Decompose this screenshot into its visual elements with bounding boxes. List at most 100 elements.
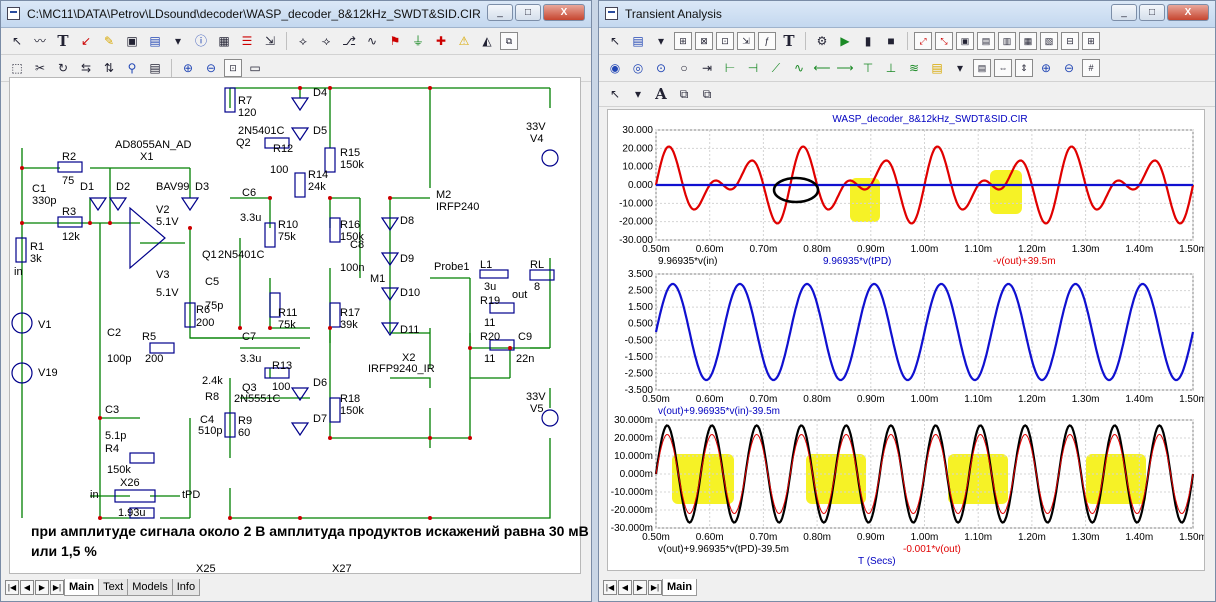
shrink-icon[interactable]: ⤡ bbox=[935, 32, 953, 50]
tab-info[interactable]: Info bbox=[171, 579, 201, 596]
zoom-in-icon[interactable]: ⊕ bbox=[182, 61, 194, 75]
schematic-canvas[interactable]: AD8055AN_AD X1 R2 75 C1 330p R3 12k R1 3… bbox=[9, 77, 581, 575]
cursor-1-icon[interactable]: ⊢ bbox=[724, 61, 736, 75]
stack-icon[interactable]: ≋ bbox=[908, 61, 920, 75]
table-icon[interactable]: ▤ bbox=[973, 59, 991, 77]
plot-4-icon[interactable]: ▦ bbox=[1019, 32, 1037, 50]
properties-icon[interactable]: ⚙ bbox=[816, 34, 828, 48]
info-icon[interactable]: ⓘ bbox=[194, 34, 207, 48]
switch-icon[interactable]: ⎇ bbox=[342, 34, 356, 48]
bus-icon[interactable]: ☰ bbox=[241, 34, 253, 48]
bottom-icon[interactable]: ⊥ bbox=[885, 61, 897, 75]
prev-tab-icon[interactable]: ◀ bbox=[20, 580, 34, 595]
expand-icon[interactable]: ⤢ bbox=[914, 32, 932, 50]
power-icon[interactable]: ∿ bbox=[366, 34, 378, 48]
text-tool-icon[interactable]: T bbox=[783, 32, 795, 50]
probe-icon[interactable]: ↙ bbox=[80, 34, 92, 48]
step-icon[interactable]: ⇲ bbox=[264, 34, 276, 48]
peak-icon[interactable]: ◉ bbox=[609, 61, 621, 75]
inflection-icon[interactable]: ∿ bbox=[793, 61, 805, 75]
junction-icon[interactable]: ✚ bbox=[435, 34, 447, 48]
pointer-icon[interactable]: ↖ bbox=[11, 34, 23, 48]
minimize-button[interactable]: _ bbox=[487, 4, 513, 21]
scale-icon[interactable]: ⊞ bbox=[674, 32, 692, 50]
paste-icon[interactable]: ⧉ bbox=[702, 87, 712, 101]
cursor-icon[interactable]: ↖ bbox=[609, 87, 621, 101]
fourier-icon[interactable]: ƒ bbox=[758, 32, 776, 50]
grid-icon[interactable]: ▦ bbox=[218, 34, 230, 48]
cursor-2-icon[interactable]: ⊣ bbox=[747, 61, 759, 75]
window-icon[interactable]: ⧉ bbox=[500, 32, 518, 50]
low-icon[interactable]: ○ bbox=[680, 61, 688, 75]
first-tab-icon[interactable]: |◀ bbox=[603, 580, 617, 595]
transient-titlebar[interactable]: Transient Analysis _ □ X bbox=[599, 1, 1215, 28]
grid-icon[interactable]: ⊞ bbox=[1082, 32, 1100, 50]
align-icon[interactable]: ⇕ bbox=[1015, 59, 1033, 77]
page-icon[interactable]: ▤ bbox=[149, 61, 161, 75]
component-icon[interactable]: ▣ bbox=[126, 34, 138, 48]
minimize-button[interactable]: _ bbox=[1111, 4, 1137, 21]
tab-main[interactable]: Main bbox=[662, 579, 698, 596]
zoom-box-icon[interactable]: ⊡ bbox=[716, 32, 734, 50]
redo-icon[interactable]: ↻ bbox=[57, 61, 69, 75]
pencil-icon[interactable]: ✎ bbox=[103, 34, 115, 48]
slope-icon[interactable]: ⟋ bbox=[771, 61, 781, 75]
plot-2-icon[interactable]: ▤ bbox=[977, 32, 995, 50]
next-tab-icon[interactable]: ▶ bbox=[35, 580, 49, 595]
dropdown-icon[interactable]: ▾ bbox=[634, 87, 642, 101]
maximize-button[interactable]: □ bbox=[1139, 4, 1165, 21]
scale-value-icon[interactable]: # bbox=[1082, 59, 1100, 77]
go-right-icon[interactable]: ⟶ bbox=[836, 61, 854, 75]
font-icon[interactable]: A bbox=[655, 85, 667, 103]
high-icon[interactable]: ⊙ bbox=[655, 61, 667, 75]
pointer-icon[interactable]: ↖ bbox=[609, 34, 621, 48]
wire-icon[interactable]: 〰 bbox=[33, 34, 46, 48]
stop-icon[interactable]: ■ bbox=[887, 34, 895, 48]
warning-icon[interactable]: ⚠ bbox=[458, 34, 470, 48]
dropdown-icon[interactable]: ▾ bbox=[174, 34, 182, 48]
top-icon[interactable]: ⊤ bbox=[862, 61, 874, 75]
select-area-icon[interactable]: ⬚ bbox=[11, 61, 23, 75]
copy-icon[interactable]: ⧉ bbox=[679, 87, 689, 101]
plot-1-icon[interactable]: ▣ bbox=[956, 32, 974, 50]
schematic-titlebar[interactable]: C:\MC11\DATA\Petrov\LDsound\decoder\WASP… bbox=[1, 1, 591, 28]
mirror-icon[interactable]: ⇆ bbox=[80, 61, 92, 75]
tokens-icon[interactable]: ⇔ bbox=[994, 59, 1012, 77]
zoom-in-icon[interactable]: ⊕ bbox=[1040, 61, 1052, 75]
close-button[interactable]: X bbox=[543, 4, 585, 21]
last-tab-icon[interactable]: ▶| bbox=[648, 580, 662, 595]
cursor-mode-icon[interactable]: ⇥ bbox=[701, 61, 713, 75]
close-button[interactable]: X bbox=[1167, 4, 1209, 21]
flip-icon[interactable]: ⇅ bbox=[103, 61, 115, 75]
zoom-fit-icon[interactable]: ⊡ bbox=[224, 59, 242, 77]
node-voltages-icon[interactable]: ⟢ bbox=[321, 34, 331, 48]
flag-icon[interactable]: ⚑ bbox=[389, 34, 401, 48]
find-icon[interactable]: ⚲ bbox=[127, 61, 137, 75]
component-icon[interactable]: ▤ bbox=[632, 34, 644, 48]
tab-text[interactable]: Text bbox=[98, 579, 129, 596]
select-icon[interactable]: ⇲ bbox=[737, 32, 755, 50]
tab-main[interactable]: Main bbox=[64, 579, 100, 596]
prev-tab-icon[interactable]: ◀ bbox=[618, 580, 632, 595]
zoom-out-icon[interactable]: ⊖ bbox=[205, 61, 217, 75]
plot-3-icon[interactable]: ▥ bbox=[998, 32, 1016, 50]
valley-icon[interactable]: ◎ bbox=[632, 61, 644, 75]
analysis-icon[interactable]: ◭ bbox=[482, 34, 492, 48]
last-tab-icon[interactable]: ▶| bbox=[50, 580, 64, 595]
horizontal-split-icon[interactable]: ⊟ bbox=[1061, 32, 1079, 50]
auto-scale-icon[interactable]: ⊠ bbox=[695, 32, 713, 50]
go-left-icon[interactable]: ⟵ bbox=[813, 61, 831, 75]
first-tab-icon[interactable]: |◀ bbox=[5, 580, 19, 595]
pause-icon[interactable]: ▮ bbox=[864, 34, 872, 48]
node-numbers-icon[interactable]: ⟡ bbox=[299, 34, 307, 48]
camera-icon[interactable]: ▭ bbox=[249, 61, 261, 75]
dropdown-icon[interactable]: ▾ bbox=[956, 61, 964, 75]
next-tab-icon[interactable]: ▶ bbox=[633, 580, 647, 595]
maximize-button[interactable]: □ bbox=[515, 4, 541, 21]
clipboard-icon[interactable]: ▤ bbox=[931, 61, 943, 75]
cut-icon[interactable]: ✂ bbox=[34, 61, 46, 75]
zoom-out-icon[interactable]: ⊖ bbox=[1063, 61, 1075, 75]
component-browser-icon[interactable]: ▤ bbox=[149, 34, 161, 48]
plot-5-icon[interactable]: ▧ bbox=[1040, 32, 1058, 50]
